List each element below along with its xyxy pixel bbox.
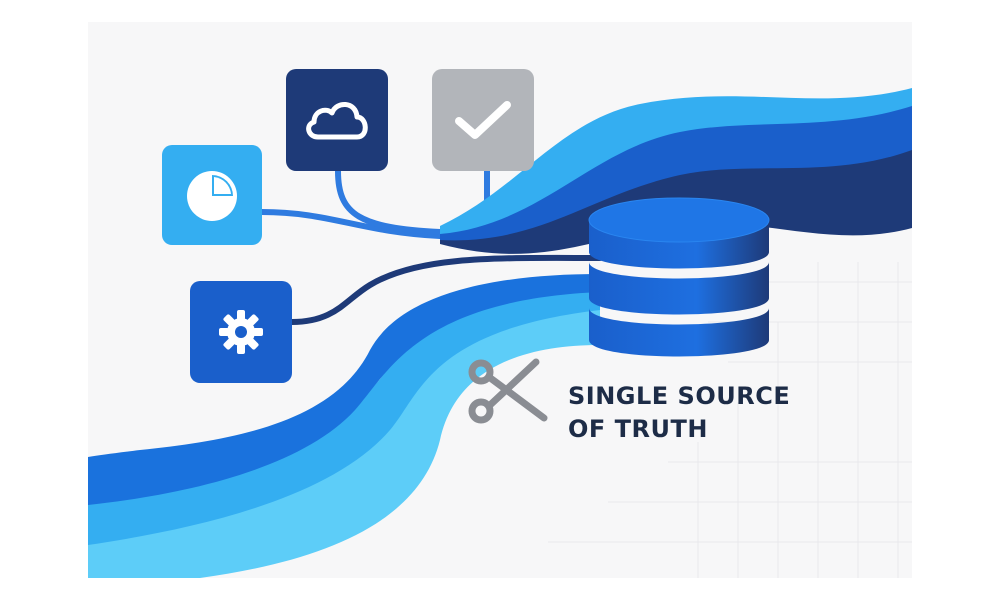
database-icon xyxy=(588,197,770,357)
stream-upper-royal xyxy=(440,100,912,241)
connector-gear xyxy=(289,254,603,325)
check-tile xyxy=(432,69,534,171)
cloud-tile xyxy=(286,69,388,171)
pie-chart-icon xyxy=(187,171,237,221)
cloud-icon xyxy=(306,102,368,140)
caption: SINGLE SOURCE OF TRUTH xyxy=(568,380,808,446)
stream-lower-royal xyxy=(88,274,600,505)
gear-tile xyxy=(190,281,292,383)
caption-line-1: SINGLE SOURCE xyxy=(568,382,791,410)
gear-icon xyxy=(219,310,263,354)
caption-line-2: OF TRUTH xyxy=(568,415,708,443)
checkmark-icon xyxy=(455,101,511,139)
scissors-icon xyxy=(468,358,548,424)
connector-chart xyxy=(259,209,443,239)
connector-cloud xyxy=(335,168,443,235)
chart-tile xyxy=(162,145,262,245)
background-grid xyxy=(548,262,912,578)
stream-upper-sky xyxy=(440,88,912,234)
